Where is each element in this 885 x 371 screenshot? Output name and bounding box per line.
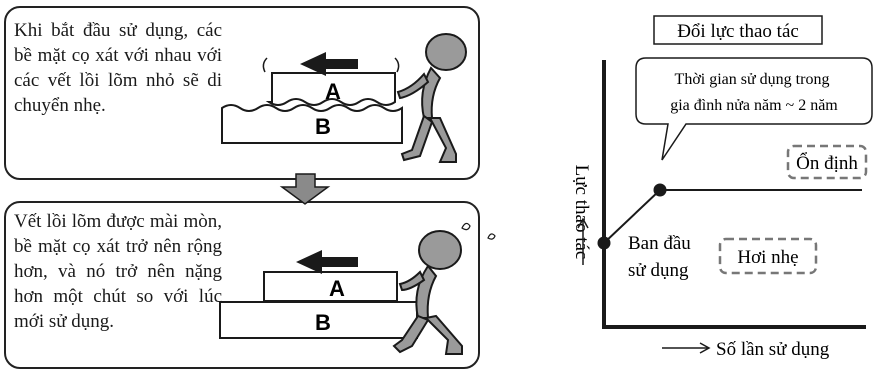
upper-block-label: A (329, 276, 345, 301)
straining-person-icon (392, 230, 463, 355)
start-point-marker (597, 236, 611, 250)
stable-badge-label: Ổn định (796, 152, 858, 174)
stable-badge (786, 144, 868, 180)
lower-block-label: B (315, 310, 331, 335)
down-arrow-icon (279, 173, 331, 205)
start-label-line-1: Ban đầu (628, 233, 691, 254)
x-axis-label: Số lần sử dụng (716, 339, 830, 360)
upper-block-label: A (325, 79, 341, 104)
left-arrow-icon (300, 52, 358, 76)
graph-title-box (653, 15, 823, 45)
lower-block-b (221, 104, 403, 144)
y-axis-label: Lực thao tác (571, 165, 592, 260)
lower-block-b (219, 301, 418, 339)
lower-block-label: B (315, 114, 331, 139)
pushing-person-icon (396, 33, 467, 163)
bottom-explanation-text: Vết lồi lõm được mài mòn, bề mặt cọ xát … (14, 211, 222, 332)
light-badge-label: Hơi nhẹ (737, 247, 798, 268)
left-arrow-icon (296, 250, 358, 274)
top-explanation-text: Khi bắt đầu sử dụng, các bề mặt cọ xát v… (14, 20, 222, 116)
bottom-blocks-illustration: A B (219, 250, 418, 339)
operating-force-graph: Đổi lực thao tác Thời gian sử dụng trong… (571, 15, 873, 360)
upper-block-a (263, 271, 398, 302)
callout-line-2: gia đình nửa năm ~ 2 năm (670, 97, 838, 114)
wiggle-icon (394, 57, 400, 73)
sweat-drop-icon (487, 233, 496, 240)
top-blocks-illustration: A B (221, 52, 403, 144)
graph-title: Đổi lực thao tác (677, 21, 799, 42)
start-label-line-2: sử dụng (628, 260, 689, 281)
light-badge (718, 237, 818, 275)
upper-block-a (265, 72, 396, 106)
sweat-drop-icon (461, 222, 471, 231)
wiggle-icon (262, 57, 268, 73)
callout-line-1: Thời gian sử dụng trong (675, 71, 830, 88)
stable-point-marker (653, 183, 667, 197)
duration-callout (635, 57, 873, 161)
